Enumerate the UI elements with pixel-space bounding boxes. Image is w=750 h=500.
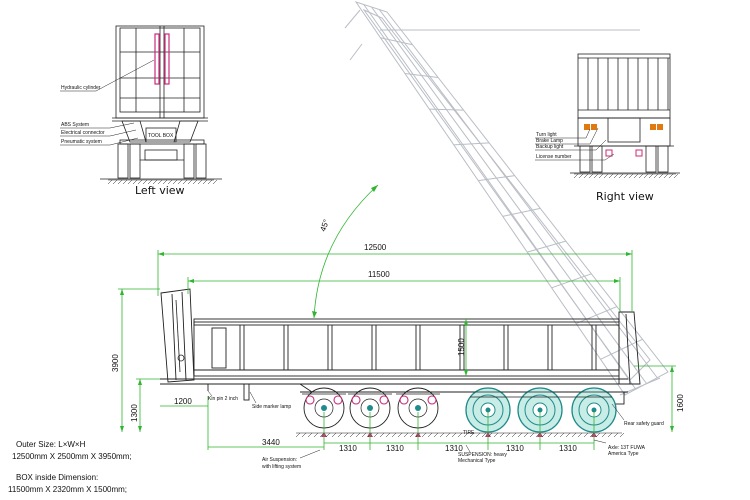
left-view (100, 25, 222, 180)
dim-fifth-wheel-height: 1300 (130, 404, 139, 422)
side-view-body (160, 288, 641, 405)
right-view-lamps (584, 124, 663, 157)
side-ground-hatch (295, 432, 625, 438)
side-leaders (207, 390, 625, 459)
dimension-arrows (120, 185, 674, 432)
dim-kingpin-offset: 1200 (174, 397, 192, 406)
label-abs-system: ABS System (61, 122, 89, 128)
right-view-leaders (535, 127, 615, 161)
dim-overall-length: 12500 (364, 243, 387, 252)
dim-box-length: 11500 (368, 270, 390, 279)
right-view (570, 53, 680, 174)
dim-axle-spacing-2: 1310 (386, 444, 404, 453)
label-license-number: License number (536, 154, 572, 160)
label-axle: Axle: 13T FUWA (608, 445, 646, 451)
label-lifting-system: with lifting system (262, 464, 301, 470)
dim-axle-spacing-3: 1310 (445, 444, 463, 453)
label-mechanical-type: Mechanical Type (458, 458, 496, 464)
dim-axle-spacing-5: 1310 (559, 444, 577, 453)
axle-spacing-labels: 1310 1310 1310 1310 1310 (339, 444, 577, 453)
label-electrical-connector: Electrical connector (61, 130, 105, 136)
label-kin-pin: Kin pin 2 inch (208, 396, 238, 402)
front-hydraulic (175, 299, 185, 373)
label-backup-light: Backup light (536, 144, 564, 150)
label-air-suspension: Air Suspension: (262, 457, 297, 463)
spec-inside-label: BOX inside Dimension: (16, 473, 99, 482)
spec-outer-label: Outer Size: L×W×H (16, 440, 86, 449)
spec-outer-value: 12500mm X 2500mm X 3950mm; (12, 452, 132, 461)
dim-box-height: 1500 (457, 338, 466, 356)
dim-overall-height: 3900 (111, 354, 120, 372)
left-view-leaders (60, 59, 155, 146)
label-suspension-heavy: SUSPENSION: heavy (458, 452, 507, 458)
dim-kingpin-to-axle: 3440 (262, 438, 280, 447)
wheels (302, 387, 618, 433)
label-pneumatic-system: Pneumatic system (61, 139, 102, 145)
label-turn-light: Turn light (536, 132, 557, 138)
wheel-3 (396, 387, 440, 429)
dim-rear-height: 1600 (676, 394, 685, 412)
label-tool-box: TOOL BOX (148, 133, 174, 139)
label-america-type: America Type (608, 451, 639, 457)
label-tire: TIRE (463, 430, 475, 436)
left-view-ground-hatch (107, 179, 218, 185)
right-view-ground-hatch (573, 173, 679, 179)
dim-tip-angle: 45° (318, 218, 331, 232)
right-view-title: Right view (596, 190, 654, 203)
label-rear-safety-guard: Rear safety guard (624, 421, 664, 427)
dim-axle-spacing-4: 1310 (506, 444, 524, 453)
dim-axle-spacing-1: 1310 (339, 444, 357, 453)
left-view-title: Left view (135, 184, 185, 197)
dimension-lines (118, 184, 676, 450)
spec-inside-value: 11500mm X 2320mm X 1500mm; (8, 485, 128, 494)
label-side-marker-lamp: Side marker lamp (252, 404, 291, 410)
label-brake-lamp: Brake Lamp (536, 138, 563, 144)
label-hydraulic-cylinder: Hydraulic cylinder (61, 85, 101, 91)
